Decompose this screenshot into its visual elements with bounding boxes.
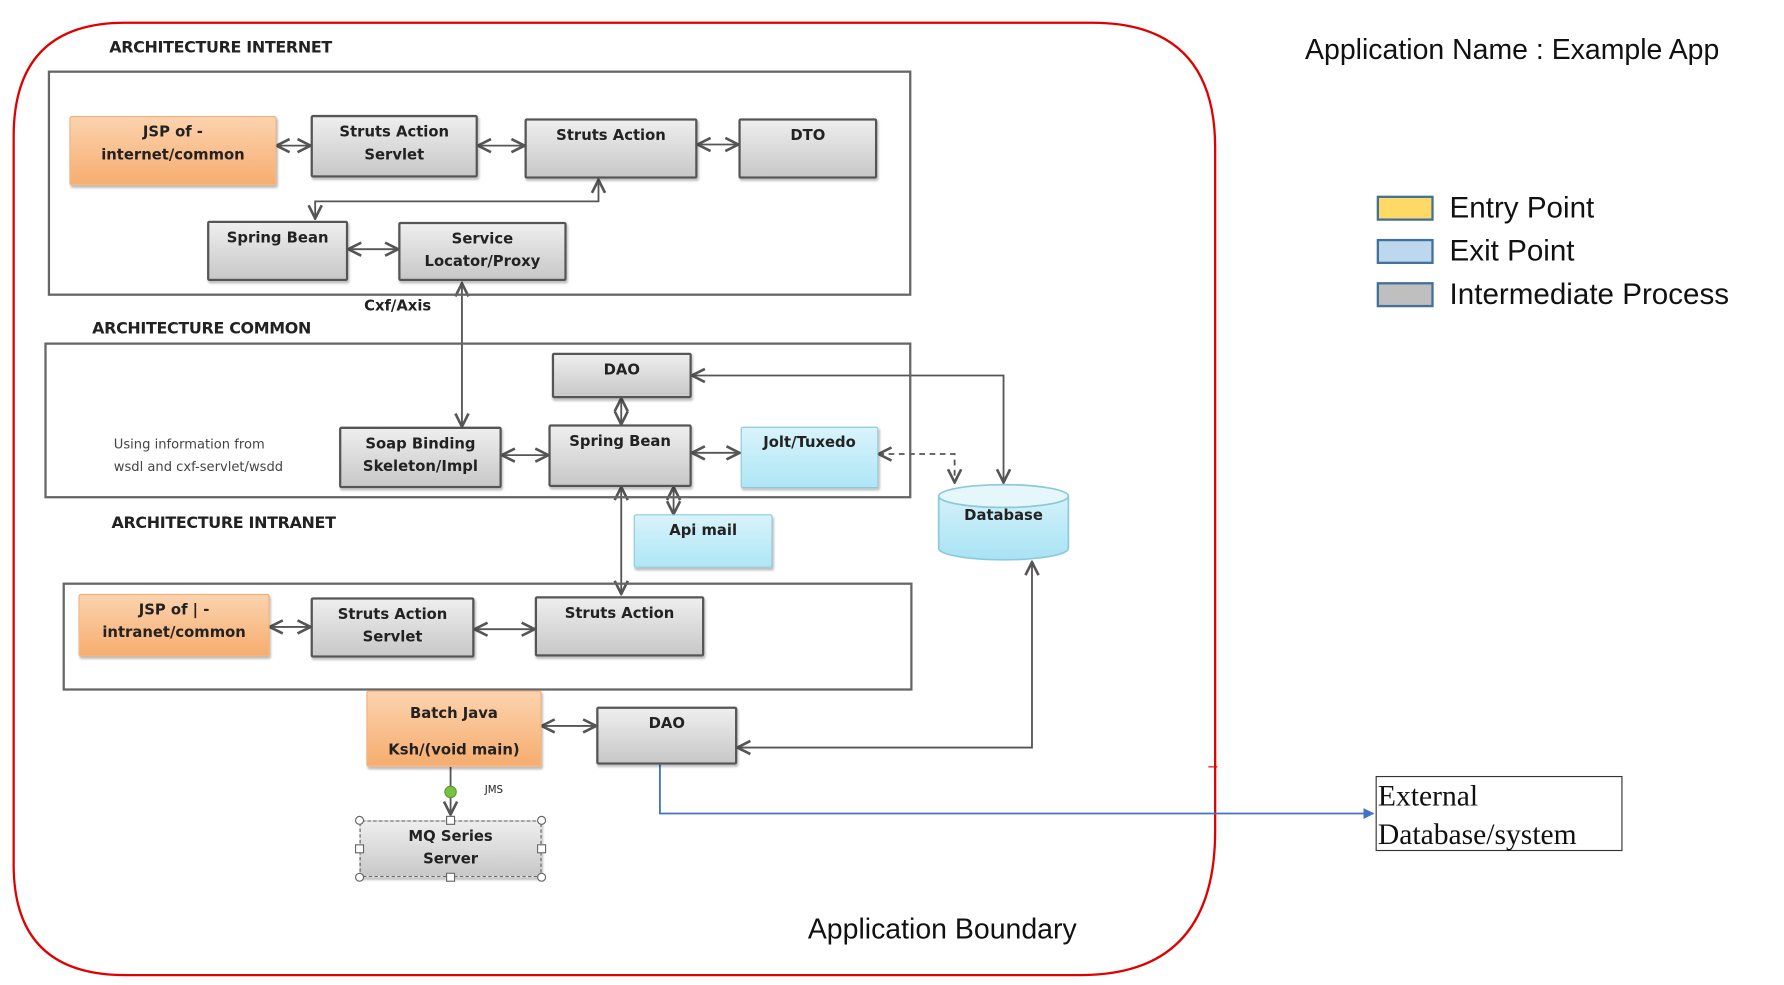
node-label: Service — [451, 230, 514, 249]
arrow-dao-database-2 — [737, 562, 1032, 747]
node-label: Servlet — [364, 146, 425, 164]
cxf-axis-label: Cxf/Axis — [364, 298, 432, 316]
node-service-locator[interactable]: Service Locator/Proxy — [398, 221, 567, 282]
application-boundary — [12, 21, 1217, 977]
node-mq-series-server[interactable]: MQ Series Server — [359, 820, 542, 878]
node-spring-bean-common[interactable]: Spring Bean — [548, 424, 692, 487]
resize-handle[interactable] — [354, 815, 365, 825]
node-label: Soap Binding — [365, 435, 476, 453]
resize-handle[interactable] — [537, 815, 547, 825]
node-jsp-intranet[interactable]: JSP of | - intranet/common — [78, 593, 270, 657]
node-struts-servlet-internet[interactable]: Struts Action Servlet — [310, 114, 478, 178]
node-struts-action-intranet[interactable]: Struts Action — [534, 596, 705, 657]
node-label: DAO — [603, 361, 640, 379]
node-label: Servlet — [362, 629, 423, 647]
application-name: Application Name : Example App — [1305, 34, 1720, 66]
node-soap-binding[interactable]: Soap Binding Skeleton/Impl — [339, 426, 502, 489]
node-label: Jolt/Tuxedo — [763, 434, 856, 452]
node-label: internet/common — [101, 146, 245, 164]
node-label: Struts Action — [556, 127, 666, 145]
external-database-system[interactable]: External Database/system — [1375, 775, 1623, 852]
arrow-jolt-database — [878, 454, 954, 482]
node-label: Spring Bean — [569, 433, 671, 451]
legend-intermediate-process: Intermediate Process — [1376, 276, 1730, 311]
resize-handle[interactable] — [446, 872, 456, 882]
node-label: Struts Action — [564, 605, 675, 623]
node-api-mail[interactable]: Api mail — [633, 514, 773, 568]
node-struts-action-internet[interactable]: Struts Action — [524, 118, 698, 179]
external-line: Database/system — [1377, 818, 1577, 852]
node-dto[interactable]: DTO — [738, 118, 878, 179]
section-title-intranet: ARCHITECTURE INTRANET — [111, 514, 336, 533]
node-dao-batch[interactable]: DAO — [596, 706, 738, 765]
note-line: wsdl and cxf-servlet/wsdd — [113, 458, 284, 475]
legend-entry-point: Entry Point — [1376, 190, 1595, 225]
node-label: Server — [423, 851, 479, 869]
node-label: JSP of | - — [138, 601, 210, 619]
resize-handle[interactable] — [446, 815, 456, 825]
node-dao-common[interactable]: DAO — [551, 352, 692, 399]
application-boundary-label: Application Boundary — [807, 913, 1077, 946]
node-label: Struts Action — [339, 124, 450, 142]
node-label: Locator/Proxy — [424, 253, 541, 271]
node-label: Spring Bean — [226, 229, 329, 247]
resize-handle[interactable] — [537, 872, 547, 882]
legend-label: Exit Point — [1449, 233, 1575, 268]
legend-swatch-exit — [1376, 238, 1434, 264]
legend-label: Intermediate Process — [1449, 276, 1730, 311]
wsdl-note: Using information from wsdl and cxf-serv… — [114, 432, 283, 478]
node-label: Struts Action — [337, 606, 448, 624]
external-line: External — [1377, 779, 1479, 813]
node-label: DAO — [648, 715, 685, 733]
node-label: Skeleton/Impl — [362, 458, 478, 476]
node-batch-java[interactable]: Batch Java Ksh/(void main) — [366, 690, 542, 767]
node-label: DTO — [790, 127, 826, 145]
node-struts-servlet-intranet[interactable]: Struts Action Servlet — [310, 597, 475, 658]
legend-swatch-entry — [1376, 195, 1434, 221]
node-spring-bean-internet[interactable]: Spring Bean — [207, 220, 349, 282]
resize-handle[interactable] — [537, 844, 547, 854]
node-label: MQ Series — [408, 828, 493, 846]
exit-arrow-external — [659, 764, 1375, 819]
database-cylinder — [937, 483, 1070, 561]
node-label: Batch Java — [410, 705, 498, 723]
common-frame — [44, 342, 912, 499]
section-title-common: ARCHITECTURE COMMON — [92, 319, 311, 338]
resize-handle[interactable] — [354, 872, 365, 882]
node-label: Api mail — [669, 522, 738, 540]
node-jsp-internet[interactable]: JSP of - internet/common — [69, 116, 277, 186]
node-label: intranet/common — [102, 624, 246, 642]
resize-handle[interactable] — [354, 844, 365, 854]
legend-exit-point: Exit Point — [1376, 233, 1575, 268]
section-title-internet: ARCHITECTURE INTERNET — [109, 38, 332, 57]
node-label: Ksh/(void main) — [388, 741, 520, 759]
arrow-dao-database — [692, 375, 1004, 482]
internet-frame — [47, 70, 912, 296]
node-label: JSP of - — [142, 124, 203, 142]
legend-swatch-intermediate — [1376, 281, 1434, 307]
note-line: Using information from — [113, 435, 265, 452]
intranet-frame — [62, 582, 913, 691]
jms-label: JMS — [484, 785, 504, 797]
arrow-action-springbean — [315, 180, 598, 219]
node-jolt-tuxedo[interactable]: Jolt/Tuxedo — [740, 426, 879, 489]
jms-connector-dot — [444, 785, 457, 799]
legend-label: Entry Point — [1449, 190, 1595, 225]
node-database-label[interactable]: Database — [964, 507, 1043, 525]
